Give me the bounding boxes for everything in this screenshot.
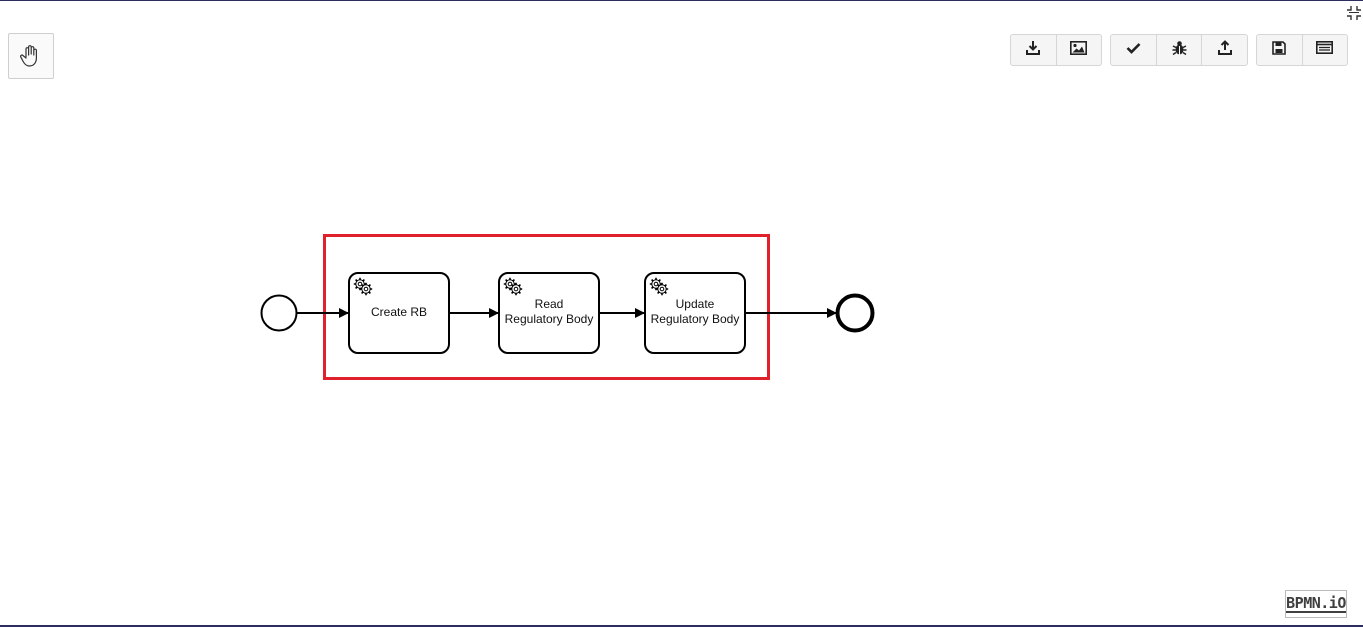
task-label: Read Regulatory Body [499,297,599,327]
check-icon [1126,41,1141,59]
task-label-line: Regulatory Body [504,312,594,326]
bug-icon [1172,40,1187,61]
upload-button[interactable] [1202,35,1247,65]
validate-button[interactable] [1111,35,1157,65]
service-task-read-regulatory-body[interactable] [498,272,600,354]
panel-icon [1316,41,1334,59]
save-button[interactable] [1257,35,1303,65]
task-label-line: Create RB [370,305,428,319]
bpmn-io-logo[interactable]: BPMN.iO [1285,590,1347,618]
download-button[interactable] [1011,35,1057,65]
toolbar-group-tools [1110,34,1248,66]
top-border [0,0,1363,1]
highlight-box [323,234,770,380]
upload-icon [1217,39,1233,61]
task-label-line: Read [534,297,564,311]
bottom-border [0,625,1363,627]
export-image-button[interactable] [1057,35,1102,65]
image-icon [1070,40,1088,60]
palette [8,33,54,79]
task-label: Update Regulatory Body [645,297,745,327]
start-event[interactable] [260,294,298,332]
toolbar-group-file [1256,34,1348,66]
task-label: Create RB [349,305,449,320]
properties-panel-button[interactable] [1303,35,1348,65]
end-event[interactable] [835,293,875,333]
download-icon [1025,40,1041,61]
toolbar-group-export [1010,34,1102,66]
task-label-line: Regulatory Body [650,312,740,326]
hand-tool-icon[interactable] [9,34,53,78]
task-label-line: Update [675,297,715,311]
logo-text: BPMN.iO [1286,594,1346,613]
save-icon [1272,40,1287,60]
service-task-update-regulatory-body[interactable] [644,272,746,354]
debug-button[interactable] [1157,35,1203,65]
service-task-create-rb[interactable] [348,272,450,354]
collapse-icon[interactable] [1346,5,1362,21]
